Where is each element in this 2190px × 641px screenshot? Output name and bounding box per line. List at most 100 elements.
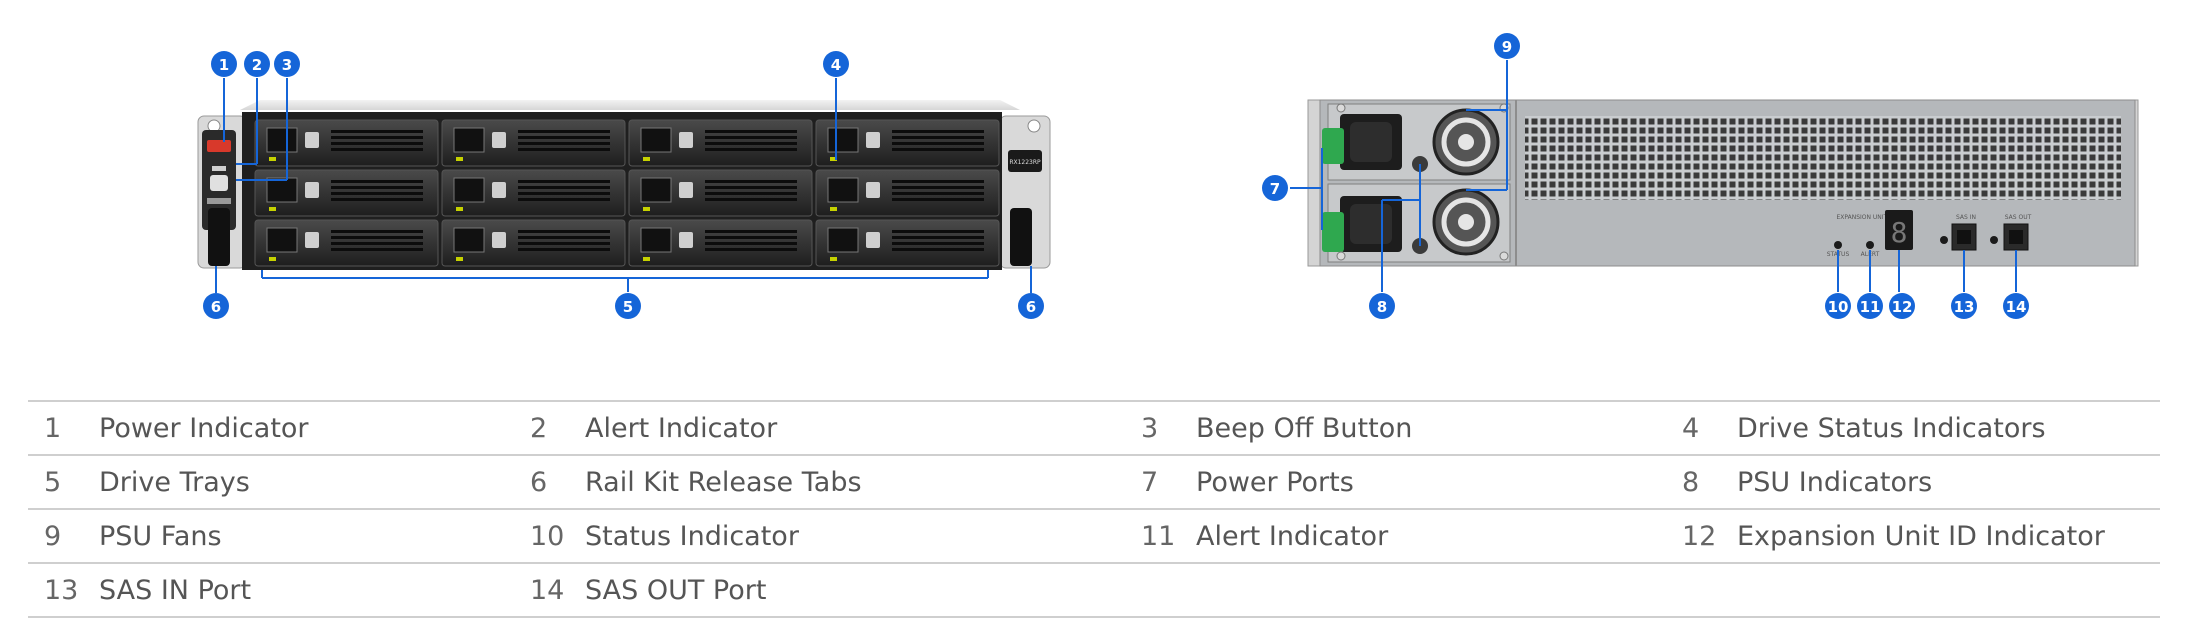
brand-plate [207,198,231,204]
svg-text:3: 3 [282,56,292,74]
psu-handle[interactable] [1322,128,1344,164]
legend-label: SAS IN Port [99,562,514,618]
svg-text:1: 1 [219,56,229,74]
tray-latch[interactable] [453,227,485,253]
legend-num: 6 [514,454,585,510]
tray-latch[interactable] [640,227,672,253]
callout-4: 4 [823,51,849,77]
lock-icon [305,182,319,198]
tray-latch[interactable] [640,127,672,153]
svg-text:4: 4 [831,56,841,74]
model-label: RX1223RP [1009,159,1041,166]
callout-10: 10 [1825,293,1851,319]
svg-text:10: 10 [1828,298,1849,316]
rail-release-tab-left[interactable] [208,208,230,266]
drive-status-indicator [830,207,837,211]
model-plate [1008,150,1042,172]
beep-off-button[interactable] [210,175,228,191]
legend-num: 13 [28,562,99,618]
drive-tray[interactable] [441,219,626,267]
rail-release-tab-right[interactable] [1010,208,1032,266]
vent-grille [1525,116,2121,200]
svg-text:9: 9 [1502,38,1512,56]
lock-icon [492,232,506,248]
lock-icon [305,232,319,248]
legend-num: 4 [1666,400,1737,456]
chassis-top [240,100,1020,110]
drive-status-indicator [643,207,650,211]
drive-tray[interactable] [254,169,439,217]
tray-latch[interactable] [266,227,298,253]
drive-status-indicator [456,207,463,211]
alert-indicator [212,166,226,171]
drive-status-indicator [643,157,650,161]
tray-latch[interactable] [827,127,859,153]
drive-tray[interactable] [254,219,439,267]
tray-latch[interactable] [827,227,859,253]
device-diagram: RX1223RP [197,33,2139,319]
psu-handle[interactable] [1322,212,1344,252]
callout-13: 13 [1951,293,1977,319]
svg-text:13: 13 [1954,298,1975,316]
drive-tray[interactable] [441,169,626,217]
front-view: RX1223RP [197,100,1051,270]
drive-tray[interactable] [254,119,439,167]
legend-label: Drive Status Indicators [1737,400,2160,456]
drive-status-indicator [830,257,837,261]
legend-row: 1 Power Indicator 2 Alert Indicator 3 Be… [28,400,2160,456]
status-indicator [1834,241,1842,249]
drive-status-indicator [643,257,650,261]
legend-num: 2 [514,400,585,456]
callout-6-left: 6 [203,293,229,319]
tray-latch[interactable] [640,177,672,203]
tray-latch[interactable] [453,177,485,203]
legend-num: 7 [1125,454,1196,510]
drive-tray[interactable] [628,119,813,167]
sas-out-label: SAS OUT [2005,214,2032,221]
tray-latch[interactable] [453,127,485,153]
callout-9: 9 [1494,33,1520,59]
legend-row: 5 Drive Trays 6 Rail Kit Release Tabs 7 … [28,454,2160,510]
callout-3: 3 [274,51,300,77]
lock-icon [679,132,693,148]
tray-latch[interactable] [266,127,298,153]
svg-text:14: 14 [2006,298,2027,316]
svg-text:8: 8 [1377,298,1387,316]
sas-in-label: SAS IN [1956,214,1976,221]
legend-num: 9 [28,508,99,564]
alert-indicator-rear [1866,241,1874,249]
lock-icon [492,182,506,198]
legend-label: Expansion Unit ID Indicator [1737,508,2160,564]
svg-text:7: 7 [1270,180,1280,198]
psu-2 [1322,183,1511,263]
lock-icon [492,132,506,148]
drive-tray[interactable] [628,169,813,217]
lock-icon [866,232,880,248]
ear-hole [1027,119,1041,133]
svg-text:6: 6 [1026,298,1036,316]
drive-tray[interactable] [441,119,626,167]
legend-label: Drive Trays [99,454,514,510]
callouts: 1 2 3 4 5 6 6 7 8 9 10 11 12 13 14 [203,33,2029,319]
tray-latch[interactable] [266,177,298,203]
legend-table: 1 Power Indicator 2 Alert Indicator 3 Be… [28,400,2160,618]
tray-latch[interactable] [827,177,859,203]
callout-1: 1 [211,51,237,77]
legend-label: Rail Kit Release Tabs [585,454,1125,510]
svg-text:6: 6 [211,298,221,316]
drive-status-indicator [269,157,276,161]
drive-tray[interactable] [815,119,1000,167]
legend-label: Status Indicator [585,508,1125,564]
legend-num: 11 [1125,508,1196,564]
drive-tray[interactable] [815,169,1000,217]
callout-2: 2 [244,51,270,77]
power-indicator [207,140,231,152]
legend-num: 5 [28,454,99,510]
legend-label [1196,562,1666,618]
legend-label: Alert Indicator [585,400,1125,456]
drive-trays [254,119,1000,267]
legend-num: 14 [514,562,585,618]
drive-tray[interactable] [815,219,1000,267]
leader-lines [215,60,2017,293]
drive-tray[interactable] [628,219,813,267]
